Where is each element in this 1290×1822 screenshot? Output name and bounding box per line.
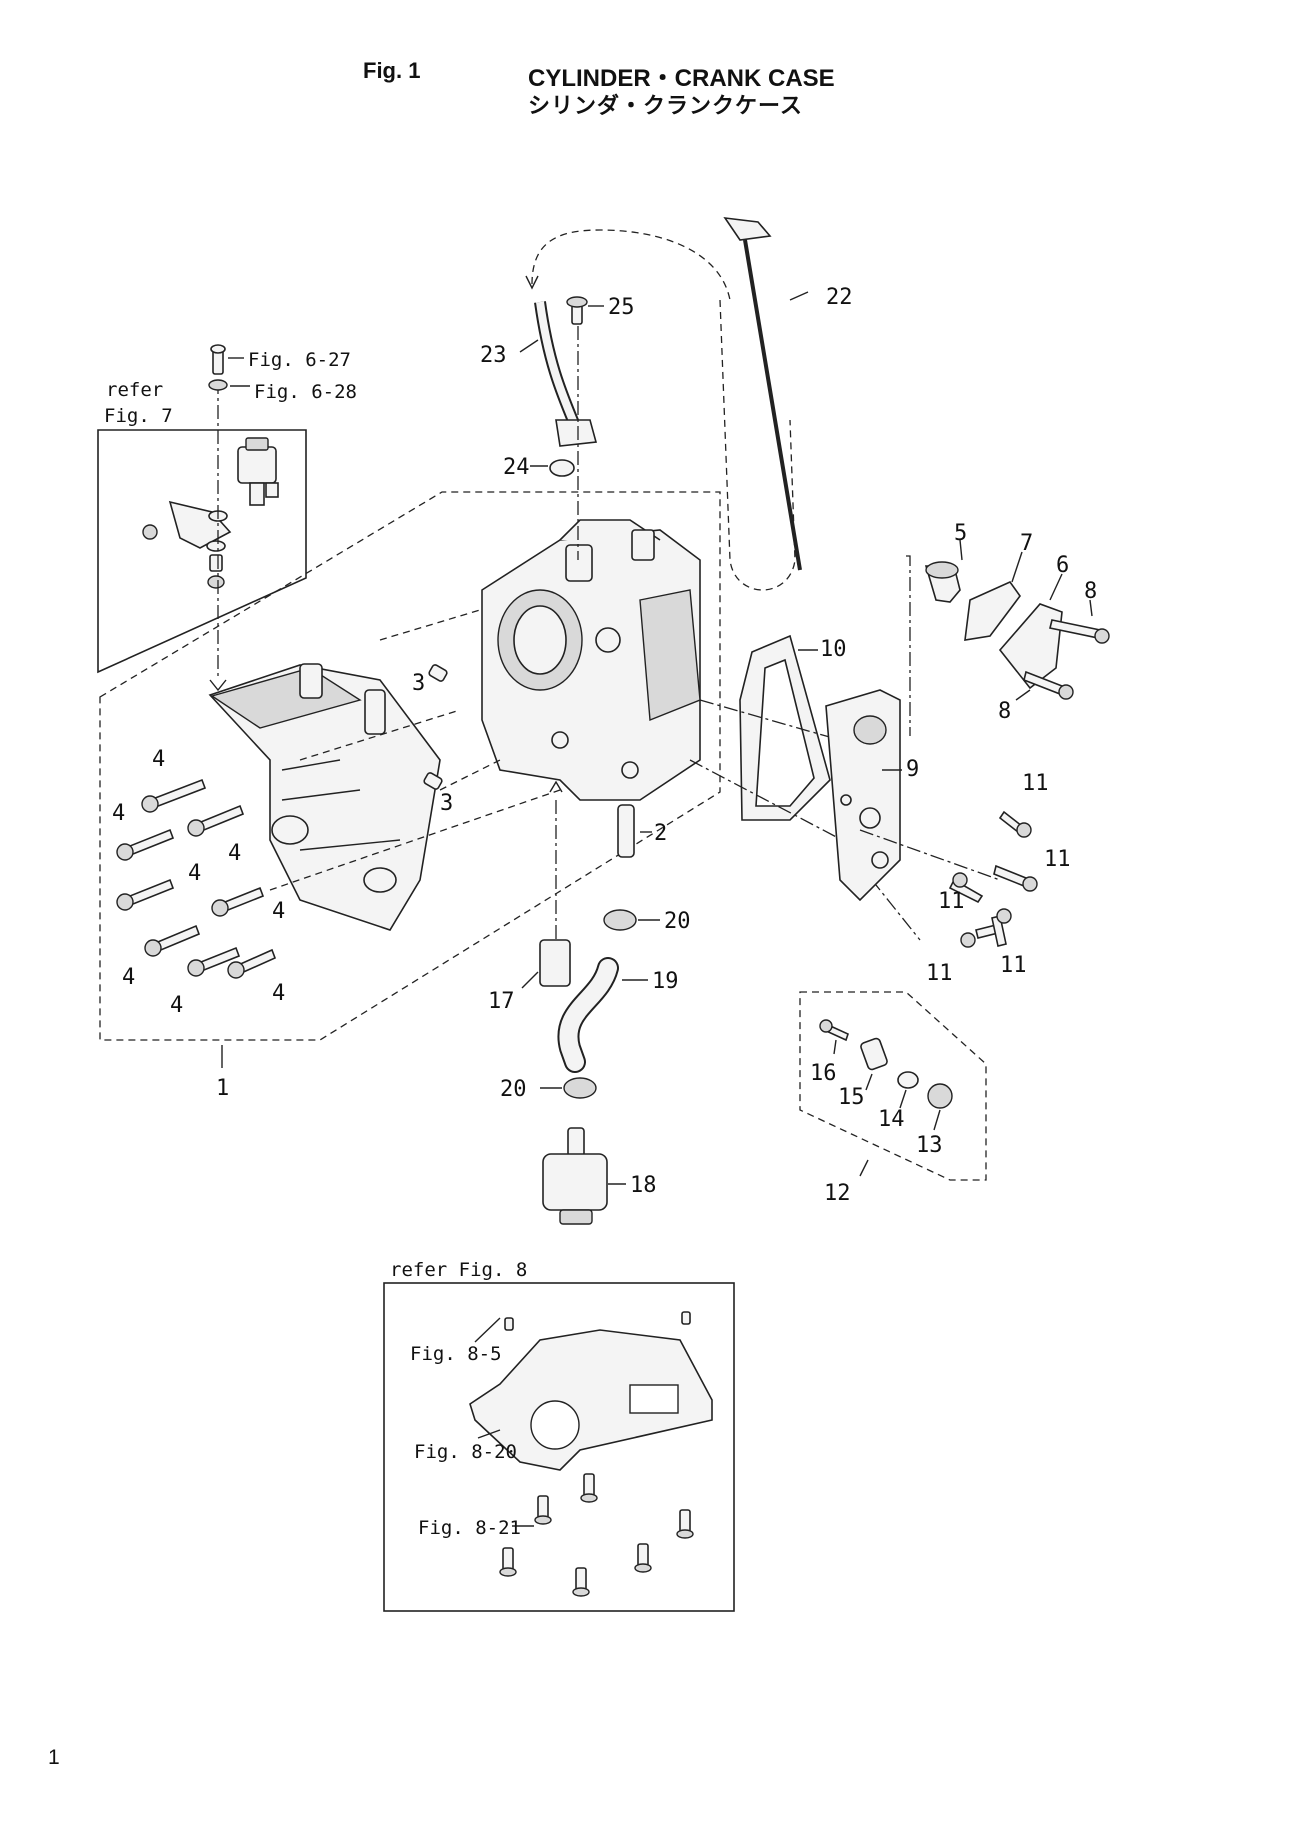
callout-4: 4	[112, 801, 125, 826]
dowel-pin	[423, 772, 443, 790]
fig6-27-bolt	[210, 344, 226, 375]
drain-plug-group-outline	[799, 991, 987, 1181]
refer-fig7-label: Fig. 7	[104, 405, 173, 427]
bracket-bolts	[1023, 619, 1110, 700]
callout-14: 14	[878, 1107, 905, 1132]
guide-bolt	[566, 296, 588, 325]
callout-23: 23	[480, 343, 507, 368]
hose-clip	[603, 909, 637, 931]
callout-4: 4	[228, 841, 241, 866]
fig8-reference-box	[383, 1282, 735, 1612]
callout-4: 4	[188, 861, 201, 886]
fig8-gasket-illustration	[469, 1311, 713, 1471]
callout-10: 10	[820, 637, 847, 662]
crankcase-illustration	[481, 519, 701, 801]
callout-5: 5	[954, 521, 967, 546]
cover-bolts	[948, 810, 1038, 948]
callout-16: 16	[810, 1061, 837, 1086]
callout-19: 19	[652, 969, 679, 994]
fig6-28-washer	[208, 379, 228, 391]
callout-3: 3	[412, 671, 425, 696]
callout-11: 11	[1000, 953, 1027, 978]
fig8-20-reference: Fig. 8-20	[414, 1441, 517, 1463]
solenoid-valve-illustration	[142, 437, 279, 589]
callout-4: 4	[122, 965, 135, 990]
callout-7: 7	[1020, 531, 1033, 556]
callout-18: 18	[630, 1173, 657, 1198]
page-number: 1	[48, 1746, 60, 1769]
callout-8: 8	[998, 699, 1011, 724]
refer-fig8-label: refer Fig. 8	[390, 1259, 527, 1281]
callout-22: 22	[826, 285, 853, 310]
fig6-28-reference: Fig. 6-28	[254, 381, 357, 403]
fig8-5-reference: Fig. 8-5	[410, 1343, 502, 1365]
callout-4: 4	[152, 747, 165, 772]
callout-20: 20	[500, 1077, 527, 1102]
callout-3: 3	[440, 791, 453, 816]
fig7-reference-box	[97, 429, 307, 674]
callout-11: 11	[938, 889, 965, 914]
dowel-pin	[428, 664, 448, 682]
callout-8: 8	[1084, 579, 1097, 604]
rubber-grommet	[924, 561, 961, 603]
crankcase-bolts	[116, 778, 277, 979]
hose-clip	[563, 1077, 597, 1099]
fig8-21-reference: Fig. 8-21	[418, 1517, 521, 1539]
figure-title: CYLINDER・CRANK CASE	[528, 65, 835, 92]
callout-11: 11	[926, 961, 953, 986]
callout-13: 13	[916, 1133, 943, 1158]
callout-2: 2	[654, 821, 667, 846]
callout-20: 20	[664, 909, 691, 934]
fig6-27-reference: Fig. 6-27	[248, 349, 351, 371]
callout-24: 24	[503, 455, 530, 480]
mount-bracket	[998, 603, 1063, 690]
callout-4: 4	[272, 899, 285, 924]
oil-dipstick	[723, 216, 809, 571]
arrow-up-icon	[549, 780, 563, 793]
callout-17: 17	[488, 989, 515, 1014]
arrow-down-icon	[525, 275, 539, 290]
callout-9: 9	[906, 757, 919, 782]
fuel-filter	[542, 1127, 626, 1225]
callout-15: 15	[838, 1085, 865, 1110]
cover-gasket	[964, 581, 1021, 641]
nipple-fitting	[539, 939, 571, 987]
callout-11: 11	[1022, 771, 1049, 796]
refer-fig7-label: refer	[106, 379, 163, 401]
figure-number: Fig. 1	[363, 58, 421, 83]
callout-25: 25	[608, 295, 635, 320]
cylinder-block-illustration	[208, 663, 441, 931]
fig8-bolts-illustration	[499, 1473, 694, 1597]
callout-6: 6	[1056, 553, 1069, 578]
callout-4: 4	[272, 981, 285, 1006]
exhaust-cover	[825, 689, 901, 902]
callout-11: 11	[1044, 847, 1071, 872]
callout-12: 12	[824, 1181, 851, 1206]
arrow-down-icon	[209, 679, 227, 692]
callout-1: 1	[216, 1076, 229, 1101]
callout-4: 4	[170, 993, 183, 1018]
cylinder-assembly-outline	[99, 491, 721, 1041]
joint-pipe	[617, 804, 635, 858]
figure-subtitle: シリンダ・クランクケース	[528, 94, 803, 119]
drain-plug-parts	[819, 1019, 953, 1109]
o-ring	[549, 459, 575, 477]
